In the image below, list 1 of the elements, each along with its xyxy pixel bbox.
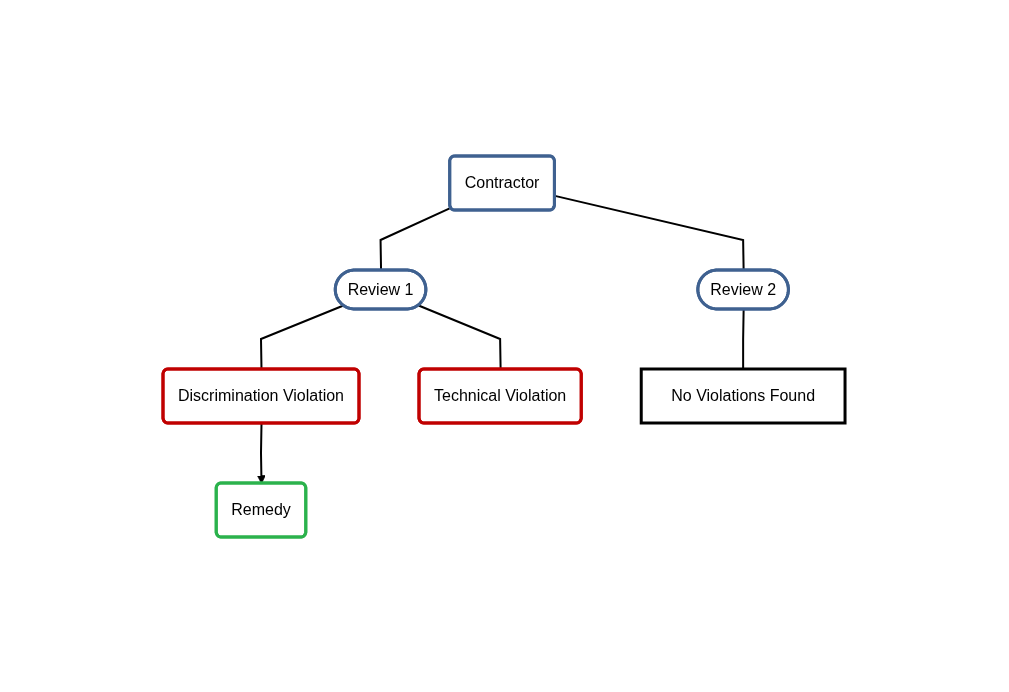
node-box: No Violations Found bbox=[640, 367, 847, 424]
